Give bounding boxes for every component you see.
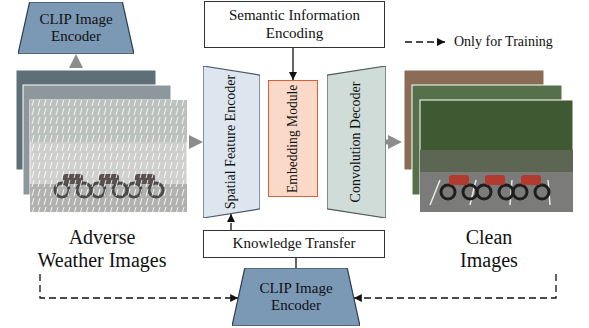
motorbike-tanks <box>449 175 541 185</box>
photo-bushes <box>420 150 573 172</box>
node-label: Knowledge Transfer <box>233 235 356 252</box>
rain-streaks <box>30 100 187 212</box>
decoder-block: Convolution Decoder <box>327 66 386 218</box>
connector <box>230 214 231 230</box>
node-label: CLIP Image Encoder <box>28 11 124 46</box>
node-label: Clean Images <box>454 226 524 272</box>
photo-front <box>420 100 573 212</box>
node-label: Embedding Module <box>286 84 300 192</box>
encoder-block: Spatial Feature Encoder <box>203 66 260 218</box>
image-stack: Clean Images <box>402 68 576 274</box>
encoder-block: CLIP Image Encoder <box>18 2 134 54</box>
connector <box>354 274 556 298</box>
motorbikes <box>441 185 549 199</box>
connector <box>40 274 238 298</box>
node-label: Semantic Information Encoding <box>211 7 379 42</box>
node-label: CLIP Image Encoder <box>246 280 346 315</box>
photo-ground <box>420 172 573 212</box>
connector <box>386 140 394 145</box>
connector <box>295 258 296 268</box>
legend-item: Only for Training <box>404 34 553 50</box>
connector <box>74 62 79 68</box>
connector <box>292 48 293 80</box>
process-box: Embedding Module <box>268 80 318 197</box>
node-label: Convolution Decoder <box>350 82 364 203</box>
node-label: Adverse Weather Images <box>35 226 170 272</box>
process-box: Semantic Information Encoding <box>204 1 385 48</box>
connector <box>190 140 195 145</box>
encoder-block: CLIP Image Encoder <box>232 268 360 326</box>
node-label: Spatial Feature Encoder <box>225 75 239 210</box>
photo-front <box>30 100 187 212</box>
legend-sample <box>404 35 446 49</box>
process-box: Knowledge Transfer <box>203 230 385 258</box>
legend-label: Only for Training <box>454 34 553 50</box>
image-stack: Adverse Weather Images <box>14 68 190 274</box>
